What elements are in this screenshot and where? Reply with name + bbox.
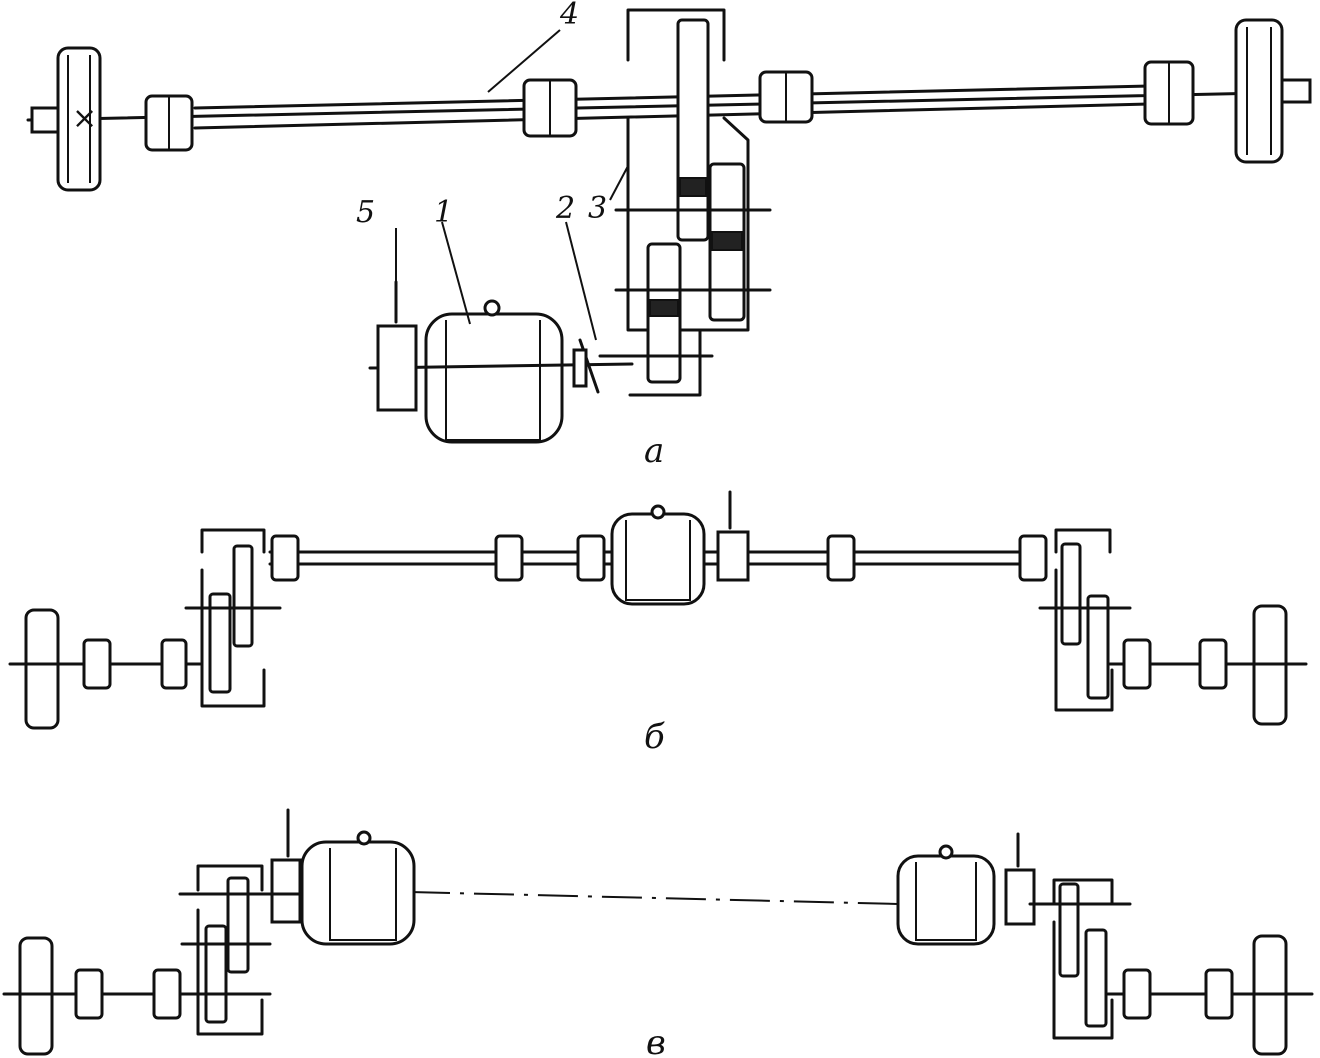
callout-4: 4 bbox=[559, 0, 579, 32]
callout-2: 2 bbox=[555, 191, 575, 226]
brake-pulley bbox=[376, 280, 418, 412]
coupling-mid-right bbox=[758, 70, 814, 124]
right-wheel-b bbox=[1108, 604, 1308, 726]
coupling-mid-left bbox=[522, 78, 578, 138]
gearbox bbox=[598, 8, 772, 397]
panel-a: × bbox=[26, 0, 1312, 471]
coupling-left bbox=[144, 94, 194, 152]
coupling-b5 bbox=[1018, 534, 1048, 582]
left-motor-c bbox=[270, 808, 416, 946]
panel-b: б bbox=[8, 490, 1308, 757]
left-wheel-b bbox=[8, 608, 202, 730]
callout-5: 5 bbox=[356, 195, 375, 230]
right-wheel-c bbox=[1106, 934, 1314, 1056]
panel-b-caption: б bbox=[644, 717, 665, 757]
panel-c: в bbox=[2, 808, 1314, 1058]
right-motor-c bbox=[896, 832, 1036, 946]
left-gearbox-c bbox=[178, 864, 302, 1036]
callout-3: 3 bbox=[588, 191, 607, 226]
coupling-right bbox=[1143, 60, 1195, 126]
panel-a-caption: а bbox=[644, 431, 664, 471]
svg-text:×: × bbox=[72, 101, 97, 136]
brake bbox=[572, 338, 600, 394]
left-wheel: × bbox=[30, 46, 102, 192]
right-wheel bbox=[1234, 18, 1312, 164]
right-gearbox-b bbox=[1038, 528, 1132, 712]
coupling-b3 bbox=[576, 534, 606, 582]
panel-c-caption: в bbox=[646, 1023, 666, 1058]
left-wheel-c bbox=[2, 936, 272, 1056]
leader-lines bbox=[395, 29, 629, 341]
coupling-b4 bbox=[826, 534, 856, 582]
right-gearbox-c bbox=[1028, 878, 1132, 1040]
brake-pulley-b bbox=[716, 490, 750, 582]
coupling-b2 bbox=[494, 534, 524, 582]
callout-1: 1 bbox=[434, 195, 453, 230]
coupling-b1 bbox=[270, 534, 300, 582]
left-gearbox-b bbox=[184, 528, 282, 708]
motor-b bbox=[610, 504, 706, 606]
transmission-shaft bbox=[26, 84, 1312, 130]
